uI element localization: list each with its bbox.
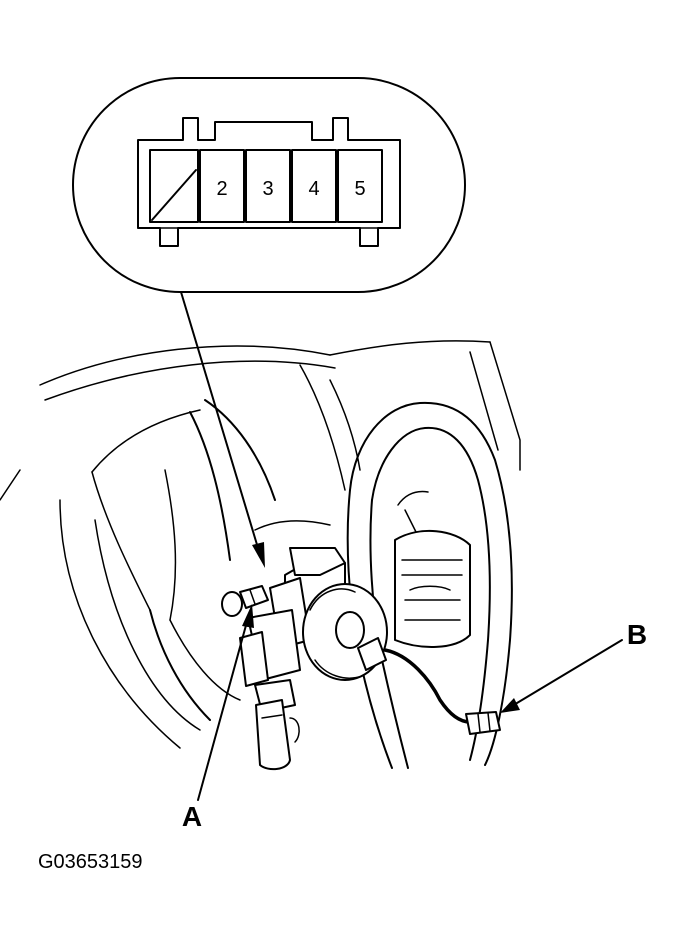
connector-b (357, 637, 501, 735)
pin-label-2: 2 (216, 178, 227, 200)
dashboard-outline (0, 340, 521, 749)
connector-inset: 2 3 4 5 (72, 77, 466, 293)
inset-frame (72, 77, 466, 293)
pin-cavity-5 (337, 149, 383, 223)
pin-cavity-1 (149, 149, 199, 223)
pin-1-unused-slash (151, 169, 197, 221)
inset-leader-arrow (180, 291, 265, 568)
connector-housing (137, 117, 401, 247)
pin-label-5: 5 (354, 178, 365, 200)
pin-cavity-3 (245, 149, 291, 223)
callout-label-b: B (627, 619, 647, 650)
combination-switch-lever (239, 609, 301, 771)
callout-a-leader (197, 604, 254, 801)
callout-label-a: A (182, 801, 202, 832)
connector-a (221, 585, 269, 617)
pin-cavities (149, 149, 383, 223)
steering-wheel (346, 401, 513, 769)
steering-column-cover (149, 364, 361, 721)
pin-label-4: 4 (308, 178, 319, 200)
callout-b-leader (500, 639, 623, 713)
figure-id: G03653159 (38, 851, 143, 873)
pin-cavity-2 (199, 149, 245, 223)
pin-cavity-4 (291, 149, 337, 223)
pin-label-3: 3 (262, 178, 273, 200)
